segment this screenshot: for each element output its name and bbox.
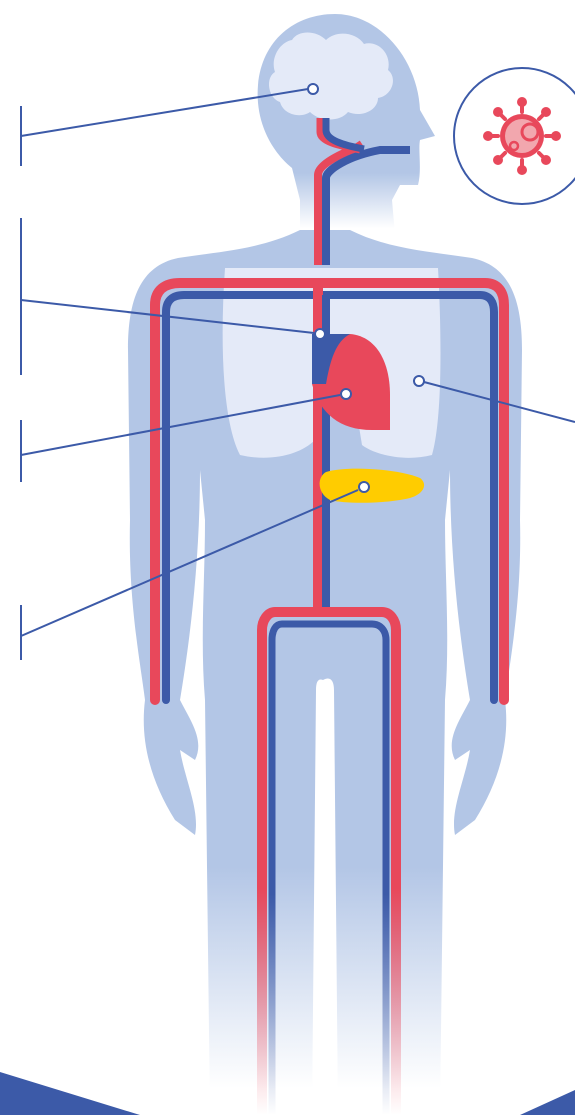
virus-icon [454,68,575,204]
bottom-left-wedge [0,1072,140,1115]
brain-callout-dot [308,84,318,94]
liver-callout-dot [359,482,369,492]
leg-gap [312,678,338,1115]
bottom-right-wedge [520,1090,575,1115]
lungs-callout-dot [414,376,424,386]
heart-callout-dot [341,389,351,399]
brain-icon [269,33,393,120]
heart-vessels-callout-dot [315,329,325,339]
